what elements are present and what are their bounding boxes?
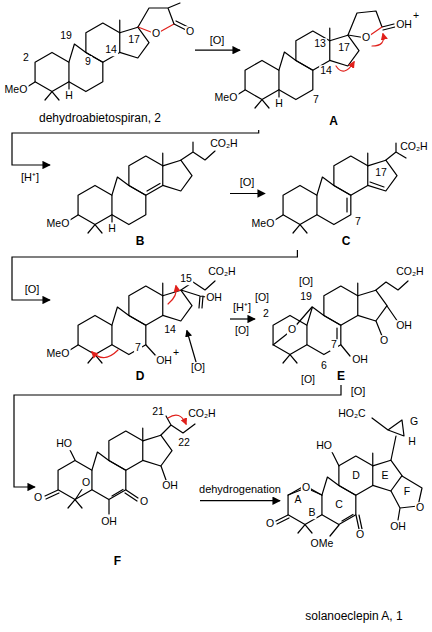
atom-label: H (107, 223, 117, 235)
atom-label: CO₂H (187, 408, 216, 420)
atom-label: MeO (251, 218, 276, 230)
compound-name: C (265, 234, 427, 248)
reagent-label: [O] (24, 283, 41, 295)
atom-label: O (33, 492, 43, 504)
atom-label: HO (315, 440, 333, 452)
atom-label: O (139, 496, 149, 508)
atom-label: MeO (46, 348, 71, 360)
atom-label: OH (351, 354, 369, 366)
atom-label: O (81, 477, 91, 489)
atom-label: 13 (313, 38, 327, 50)
atom-label: 9 (84, 56, 92, 68)
atom-label: O (185, 26, 195, 38)
atom-label: G (409, 416, 419, 428)
atom-label: 17 (127, 34, 141, 46)
atom-label: MeO (4, 84, 29, 96)
atom-label: H (274, 98, 284, 110)
compound-name: A (240, 114, 427, 128)
atom-label: 7 (330, 339, 338, 351)
reaction-arrow (14, 385, 341, 487)
atom-label: HO (55, 438, 73, 450)
compound-panel: dehydroabietospiran, 2 (5, 5, 195, 127)
atom-label: OH (100, 516, 118, 528)
atom-label: + (412, 10, 420, 22)
atom-label: 2 (22, 52, 30, 64)
atom-label: OH (161, 480, 179, 492)
atom-label: MeO (214, 92, 239, 104)
reaction-arrow (230, 193, 265, 194)
atom-label: CO₂H (399, 141, 428, 153)
atom-label: OH (395, 320, 413, 332)
atom-label: 6 (320, 360, 328, 372)
atom-label: CO₂H (395, 266, 424, 278)
atom-label: + (172, 347, 180, 359)
atom-label: O (287, 324, 297, 336)
atom-label: 19 (299, 291, 313, 303)
atom-label: 14 (104, 44, 118, 56)
atom-label: O (361, 32, 371, 44)
atom-label: 2 (262, 308, 270, 320)
atom-label: B (307, 507, 316, 519)
reaction-arrow (12, 130, 259, 165)
atom-label: OH (155, 355, 173, 367)
atom-label: OMe (310, 538, 335, 550)
atom-label: 19 (59, 30, 73, 42)
atom-label: [O] (298, 276, 314, 288)
atom-label: A (293, 494, 302, 506)
atom-label: HO₂C (337, 408, 366, 420)
atom-label: O (301, 482, 311, 494)
reaction-arrow (230, 318, 255, 319)
atom-label: MeO (46, 218, 71, 230)
atom-label: H (407, 436, 417, 448)
reagent-label: [O] (239, 176, 256, 188)
atom-label: F (403, 486, 411, 498)
atom-label: [O] (234, 325, 250, 337)
atom-label: H (64, 90, 74, 102)
atom-label: O (265, 518, 275, 530)
atom-label: 21 (151, 406, 165, 418)
atom-label: 15 (179, 273, 193, 285)
compound-name: B (50, 234, 230, 248)
reagent-label: [O] (350, 385, 367, 397)
atom-label: 17 (337, 42, 351, 54)
atom-label: 7 (312, 94, 320, 106)
reagent-label: [H⁺] (232, 301, 252, 313)
atom-label: O (379, 335, 389, 347)
atom-label: 7 (354, 216, 362, 228)
atom-label: 17 (374, 167, 388, 179)
atom-label: CO₂H (209, 138, 238, 150)
atom-label: [O] (190, 362, 206, 374)
atom-label: D (351, 470, 361, 482)
reaction-arrow (195, 50, 240, 51)
atom-label: O (355, 529, 365, 541)
reagent-label: [O] (209, 34, 226, 46)
atom-label: 14 (319, 65, 333, 77)
atom-label: 22 (177, 437, 191, 449)
compound-name: dehydroabietospiran, 2 (5, 111, 195, 125)
atom-label: OH (205, 292, 223, 304)
reagent-label: dehydrogenation (198, 483, 282, 495)
compound-panel: solanoeclepin A, 1 (280, 400, 428, 625)
reagent-label: [H⁺] (20, 171, 40, 183)
atom-label: OH (389, 521, 407, 533)
compound-name: F (35, 554, 200, 568)
compound-name: E (255, 369, 427, 383)
atom-label: E (380, 470, 389, 482)
reaction-arrow (200, 500, 280, 501)
atom-label: 14 (163, 324, 177, 336)
atom-label: 7 (134, 342, 142, 354)
compound-panel: B (50, 137, 230, 250)
atom-label: [O] (300, 374, 316, 386)
atom-label: [O] (254, 292, 270, 304)
atom-label: OH (395, 19, 413, 31)
atom-label: O (415, 502, 425, 514)
compound-panel: C (265, 137, 427, 250)
skeletal-formulas (27, 3, 422, 536)
atom-label: O (151, 28, 161, 40)
compound-name: solanoeclepin A, 1 (280, 609, 428, 623)
atom-label: CO₂H (207, 266, 236, 278)
atom-label: C (334, 499, 344, 511)
